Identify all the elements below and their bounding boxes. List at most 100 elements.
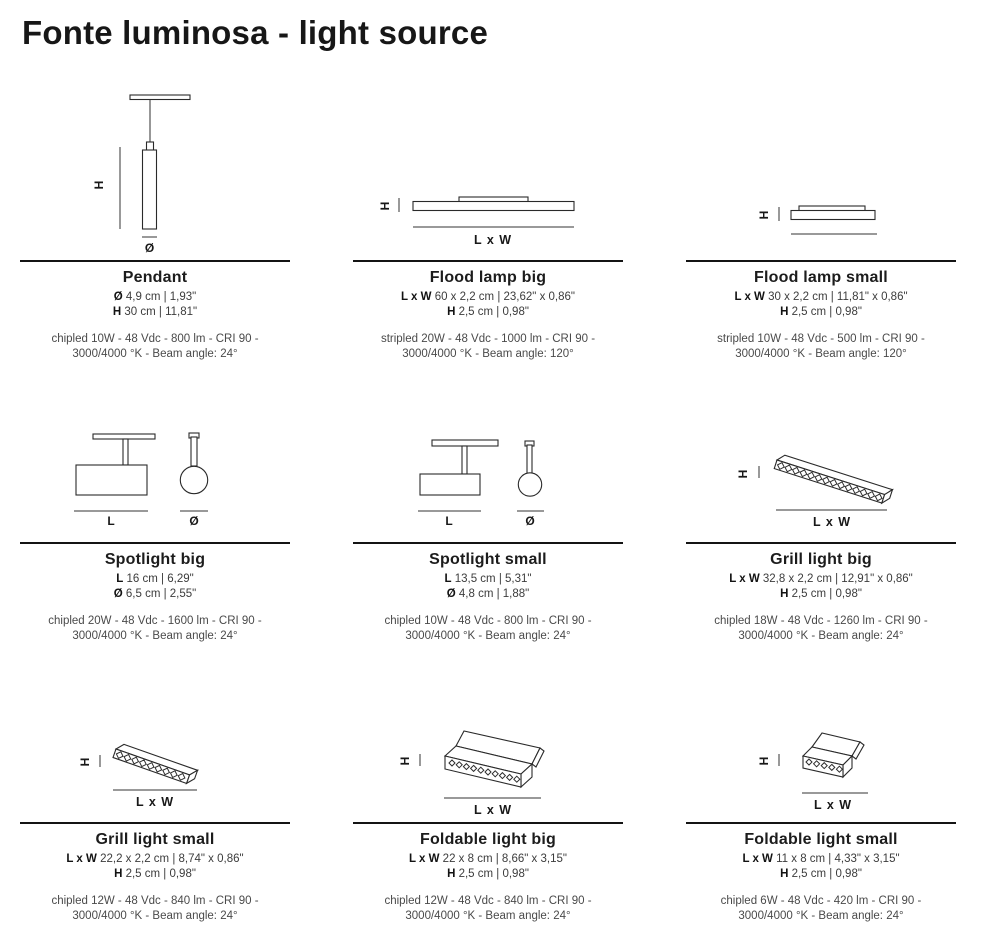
spotlight-body-side [419, 473, 481, 496]
pendant-drawing-icon: H Ø [92, 94, 191, 255]
pendant-diagram: H Ø [20, 55, 290, 260]
product-card-grill-big: H L x W Grill light big L x W 32,8 x 2,2… [686, 417, 956, 645]
dimension-line: H 2,5 cm | 0,98" [353, 867, 623, 883]
dimension-line: L 16 cm | 6,29" [20, 572, 290, 588]
dim-label: H [114, 868, 123, 881]
height-label: H [736, 470, 750, 479]
dimension-line: L 13,5 cm | 5,31" [353, 572, 623, 588]
divider [20, 821, 290, 824]
product-name: Grill light big [770, 550, 872, 568]
dim-value: 60 x 2,2 cm | 23,62" x 0,86" [434, 290, 575, 303]
dim-label: L x W [729, 572, 760, 585]
dim-label: Ø [113, 588, 123, 601]
grill-bar [112, 743, 199, 785]
spec-line: 3000/4000 °K - Beam angle: 24° [405, 910, 571, 923]
spotlight-body-side [75, 464, 148, 496]
product-name: Flood lamp big [429, 268, 547, 286]
flood-small-drawing-icon: H [757, 205, 877, 235]
spec-line: chipled 18W - 48 Vdc - 1260 lm - CRI 90 … [714, 614, 928, 627]
dim-value: 22 x 8 cm | 8,66" x 3,15" [442, 852, 567, 865]
flood-lamp-big-diagram: H L x W [353, 55, 623, 260]
dim-value: 6,5 cm | 2,55" [125, 588, 197, 601]
dimension-line: Ø 6,5 cm | 2,55" [20, 587, 290, 603]
product-card-spotlight-big: L Ø Spotlight big L 16 cm | 6,29" Ø 6,5 … [20, 417, 290, 645]
bar-end-cap [185, 769, 199, 785]
spotlight-body-front [179, 465, 209, 495]
length-width-label: L x W [474, 233, 512, 247]
dimension-line: Ø 4,8 cm | 1,88" [353, 587, 623, 603]
track-mount [92, 433, 156, 440]
spotlight-small-diagram: L Ø [353, 417, 623, 542]
length-label: L [445, 514, 452, 528]
dimension-line: L x W 22 x 8 cm | 8,66" x 3,15" [353, 852, 623, 868]
dimension-line: H 2,5 cm | 0,98" [20, 867, 290, 883]
lid-edge [531, 747, 545, 768]
dim-label: H [447, 306, 456, 319]
dimension-line: H 30 cm | 11,81" [20, 305, 290, 321]
dim-label: L [116, 572, 124, 585]
height-label: H [378, 202, 392, 211]
dim-value: 13,5 cm | 5,31" [454, 572, 532, 585]
spec-text: chipled 18W - 48 Vdc - 1260 lm - CRI 90 … [686, 614, 956, 645]
grill-small-drawing-icon: H L x W [78, 743, 199, 809]
ceiling-mount [129, 94, 191, 100]
spec-line: chipled 12W - 48 Vdc - 840 lm - CRI 90 - [384, 894, 592, 907]
spec-line: stripled 20W - 48 Vdc - 1000 lm - CRI 90… [380, 332, 596, 345]
product-name: Spotlight big [104, 550, 206, 568]
spec-line: 3000/4000 °K - Beam angle: 24° [738, 910, 904, 923]
dimension-line: L x W 32,8 x 2,2 cm | 12,91" x 0,86" [686, 572, 956, 588]
length-label: L [107, 514, 114, 528]
pendant-cylinder [141, 149, 158, 230]
dim-value: 11 x 8 cm | 4,33" x 3,15" [776, 852, 900, 865]
spotlight-big-drawing-icon: L Ø [74, 432, 209, 528]
flood-big-drawing-icon: H L x W [378, 196, 575, 247]
product-card-pendant: H Ø Pendant Ø 4,9 cm | 1,93" H 30 cm | 1… [20, 55, 290, 363]
foldable-light-small-diagram: H L x W [686, 699, 956, 822]
spec-line: 3000/4000 °K - Beam angle: 24° [72, 348, 238, 361]
spec-line: 3000/4000 °K - Beam angle: 24° [738, 630, 904, 643]
dimension-line: H 2,5 cm | 0,98" [686, 587, 956, 603]
dimension-line: L x W 11 x 8 cm | 4,33" x 3,15" [686, 852, 956, 868]
diameter-label: Ø [145, 241, 154, 255]
length-width-label: L x W [136, 795, 174, 809]
spec-line: 3000/4000 °K - Beam angle: 24° [72, 910, 238, 923]
dim-label: L x W [742, 852, 773, 865]
spec-text: chipled 6W - 48 Vdc - 420 lm - CRI 90 -3… [686, 894, 956, 925]
grill-light-small-diagram: H L x W [20, 699, 290, 822]
dimension-line: H 2,5 cm | 0,98" [353, 305, 623, 321]
dim-label: L x W [66, 852, 97, 865]
grill-bar [773, 454, 894, 505]
lamp-body [412, 200, 575, 211]
dim-label: H [780, 588, 789, 601]
product-name: Foldable light small [744, 830, 898, 848]
grill-big-drawing-icon: H L x W [736, 454, 894, 529]
product-card-spotlight-small: L Ø Spotlight small L 13,5 cm | 5,31" Ø … [353, 417, 623, 645]
dim-label: H [780, 306, 789, 319]
spotlight-body-front [517, 472, 543, 497]
lamp-body [790, 209, 876, 220]
spec-text: chipled 12W - 48 Vdc - 840 lm - CRI 90 -… [353, 894, 623, 925]
dim-label: H [447, 868, 456, 881]
bar-end-cap [880, 488, 894, 505]
height-label: H [757, 757, 771, 766]
spec-line: chipled 10W - 48 Vdc - 800 lm - CRI 90 - [384, 614, 592, 627]
divider [20, 541, 290, 544]
dim-label: Ø [446, 588, 456, 601]
product-card-foldable-small: H L x W Foldable light small L x W 11 x … [686, 699, 956, 925]
spec-text: chipled 10W - 48 Vdc - 800 lm - CRI 90 -… [20, 332, 290, 363]
dim-value: 2,5 cm | 0,98" [458, 868, 529, 881]
product-name: Spotlight small [429, 550, 547, 568]
product-grid: H Ø Pendant Ø 4,9 cm | 1,93" H 30 cm | 1… [20, 55, 993, 925]
dimension-line: L x W 30 x 2,2 cm | 11,81" x 0,86" [686, 290, 956, 306]
product-name: Pendant [122, 268, 188, 286]
dim-value: 4,8 cm | 1,88" [458, 588, 530, 601]
divider [353, 541, 623, 544]
spec-line: 3000/4000 °K - Beam angle: 120° [735, 348, 907, 361]
dim-value: 16 cm | 6,29" [126, 572, 194, 585]
dim-label: H [112, 306, 122, 319]
length-width-label: L x W [474, 803, 512, 817]
dimension-line: H 2,5 cm | 0,98" [686, 305, 956, 321]
dim-value: 2,5 cm | 0,98" [125, 868, 196, 881]
divider [353, 259, 623, 262]
dim-label: L x W [401, 290, 432, 303]
